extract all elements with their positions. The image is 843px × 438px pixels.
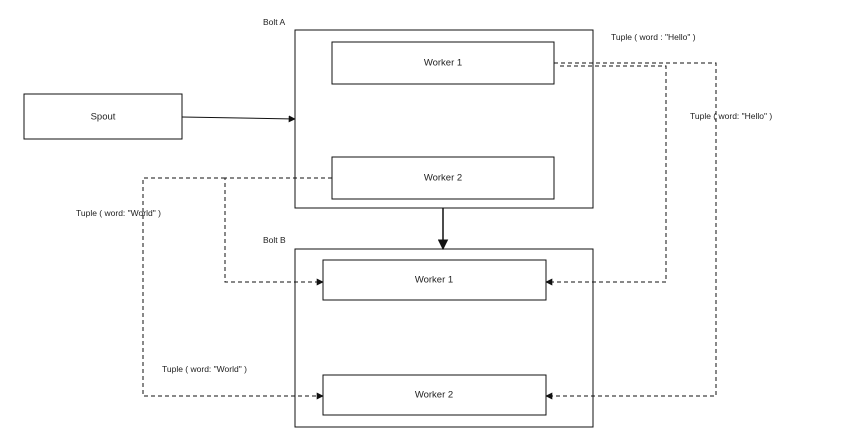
hello-route-outer: [545, 62, 717, 400]
bolt-b-worker-1-box: [322, 259, 547, 301]
bolt-a-worker-2-label: Worker 2: [424, 173, 462, 184]
bolt-b-node: Bolt B Worker 1 Worker 2: [263, 235, 594, 428]
edge-label-world-left: Tuple ( word: "World" ): [76, 208, 161, 218]
hello-route-inner: [545, 65, 667, 286]
bolt-a-worker-1-box: [331, 41, 555, 85]
bolt-b-worker-2-label: Worker 2: [415, 390, 453, 401]
world-route-inner: [224, 177, 332, 286]
spout-box: [23, 93, 183, 140]
bolt-b-worker-1-label: Worker 1: [415, 275, 453, 286]
edge-label-hello-right: Tuple ( word: "Hello" ): [690, 111, 772, 121]
edge-label-world-bottom: Tuple ( word: "World" ): [162, 364, 247, 374]
world-route-outer: [142, 177, 324, 400]
bolt-a-node: Bolt A Worker 1 Worker 2: [263, 17, 594, 209]
edge-label-hello-top: Tuple ( word : "Hello" ): [611, 32, 696, 42]
bolt-a-worker-2-box: [331, 156, 555, 200]
bolt-a-label: Bolt A: [263, 17, 286, 27]
bolt-b-label: Bolt B: [263, 235, 286, 245]
bolt-a-worker-1-label: Worker 1: [424, 58, 462, 69]
spout-to-bolt-a-arrow: [181, 115, 296, 123]
spout-node: Spout: [23, 93, 183, 140]
spout-label: Spout: [91, 112, 116, 123]
bolt-b-worker-2-box: [322, 374, 547, 416]
